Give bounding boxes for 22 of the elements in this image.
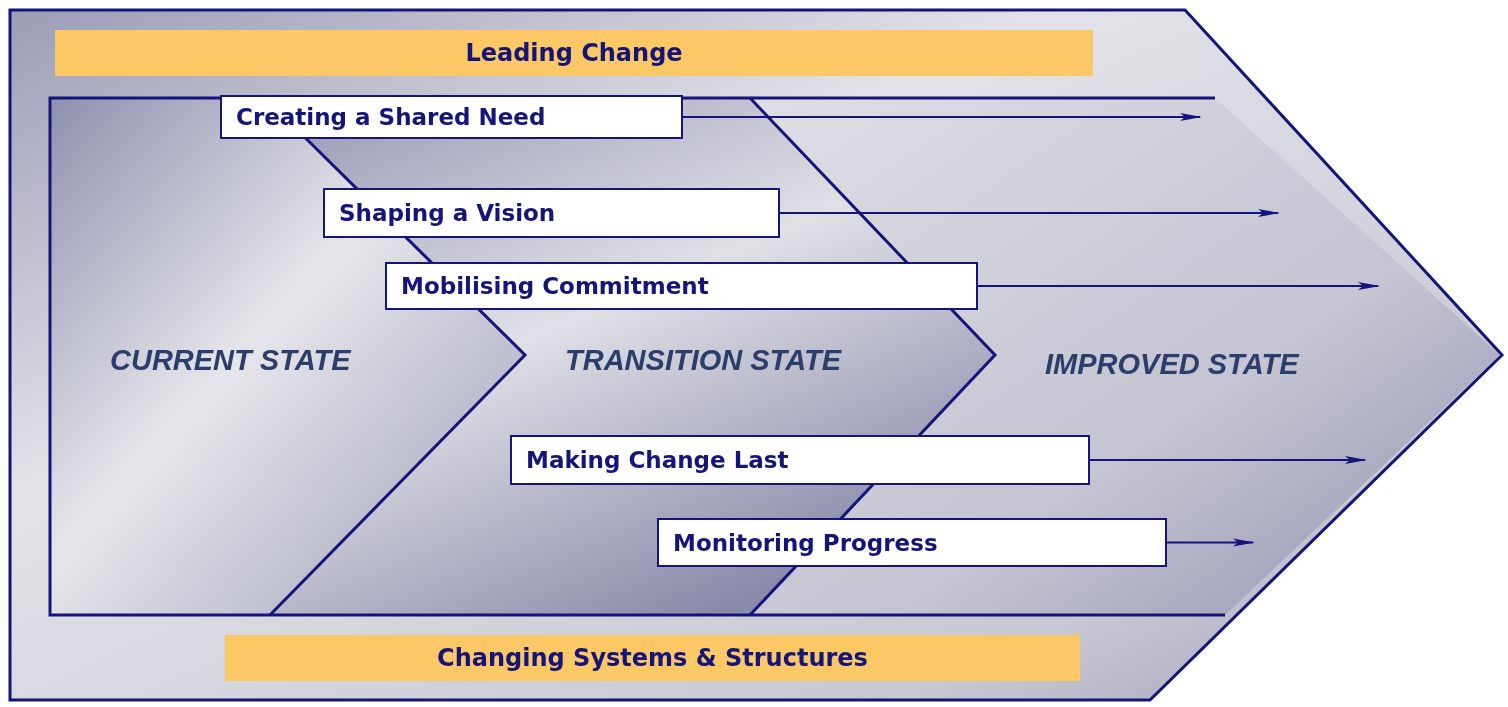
arrow — [977, 282, 1380, 290]
arrow — [779, 209, 1280, 217]
step-label: Creating a Shared Need — [236, 104, 546, 130]
arrow — [682, 113, 1202, 121]
state-label: IMPROVED STATE — [1045, 347, 1299, 381]
step-label: Shaping a Vision — [339, 200, 556, 226]
step-label: Mobilising Commitment — [401, 273, 709, 299]
banner-label: Leading Change — [465, 39, 683, 67]
step-label: Monitoring Progress — [673, 529, 938, 556]
banner-label: Changing Systems & Structures — [437, 644, 868, 672]
banner-bar — [55, 30, 1093, 76]
arrow — [1089, 456, 1367, 464]
step-box — [657, 518, 1167, 567]
step-label: Making Change Last — [526, 447, 789, 473]
step-box — [510, 435, 1090, 485]
step-box — [323, 188, 780, 238]
arrow — [1166, 538, 1255, 547]
state-label: TRANSITION STATE — [565, 343, 842, 377]
step-box — [385, 262, 978, 310]
step-box — [220, 95, 683, 139]
state-label: CURRENT STATE — [110, 343, 351, 377]
banner-bar — [225, 635, 1080, 681]
